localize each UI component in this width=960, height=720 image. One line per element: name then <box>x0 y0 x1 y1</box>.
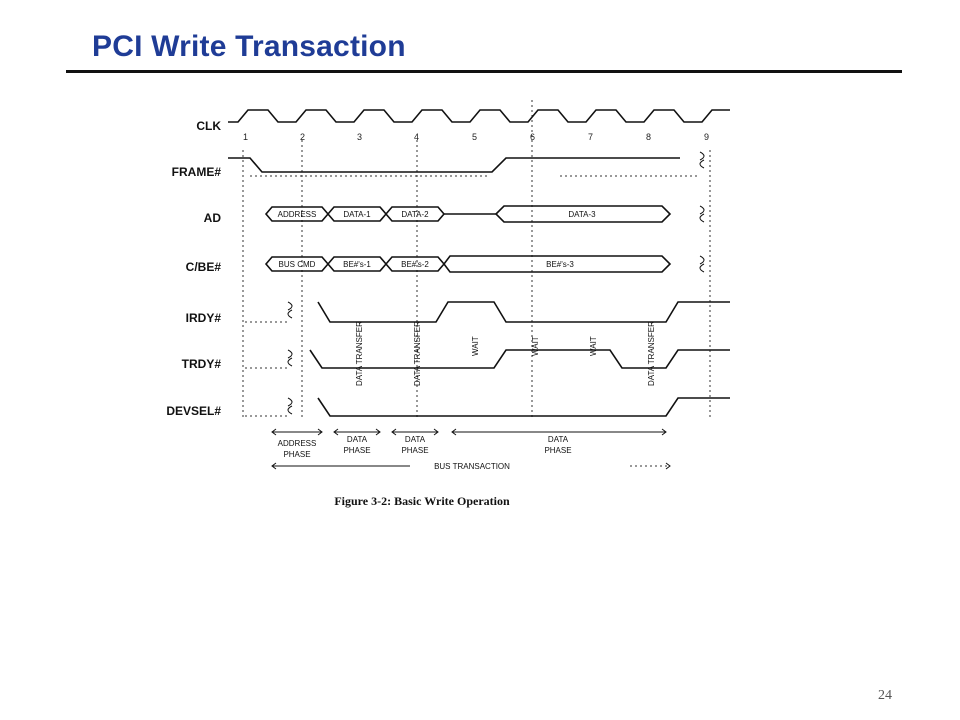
clock-number-1: 1 <box>243 132 248 142</box>
title-divider <box>66 70 902 73</box>
signal-label-clk: CLK <box>196 119 221 133</box>
ad-label-address: ADDRESS <box>278 210 317 219</box>
data-phase-3-label-2: PHASE <box>544 446 571 455</box>
irdy-waveform <box>317 301 730 323</box>
ad-turnaround-icon <box>699 205 705 223</box>
ad-label-data-1: DATA-1 <box>343 210 371 219</box>
annotation-data-transfer-3: DATA TRANSFER <box>647 321 656 386</box>
annotation-data-transfer-1: DATA TRANSFER <box>355 321 364 386</box>
signal-label-cbe: C/BE# <box>186 260 222 274</box>
clock-number-4: 4 <box>414 132 419 142</box>
trdy-turnaround-icon <box>287 349 293 367</box>
signal-label-trdy: TRDY# <box>182 357 222 371</box>
figure-caption: Figure 3-2: Basic Write Operation <box>334 494 510 508</box>
ad-label-data-2: DATA-2 <box>401 210 429 219</box>
data-phase-1-label-2: PHASE <box>343 446 370 455</box>
clock-number-6: 6 <box>530 132 535 142</box>
bus-transaction-label: BUS TRANSACTION <box>434 462 510 471</box>
data-phase-3-label-1: DATA <box>548 435 569 444</box>
ad-label-data-3: DATA-3 <box>568 210 596 219</box>
clk-waveform <box>228 109 730 123</box>
clock-number-7: 7 <box>588 132 593 142</box>
signal-label-frame: FRAME# <box>172 165 222 179</box>
clock-number-3: 3 <box>357 132 362 142</box>
data-phase-2-label-2: PHASE <box>401 446 428 455</box>
trdy-waveform <box>309 349 730 369</box>
signal-label-ad: AD <box>204 211 222 225</box>
annotation-wait-1: WAIT <box>471 336 480 356</box>
cbe-label-be-2: BE#'s-2 <box>401 260 429 269</box>
slide-title: PCI Write Transaction <box>92 30 406 63</box>
annotation-wait-2: WAIT <box>531 336 540 356</box>
cbe-label-be-3: BE#'s-3 <box>546 260 574 269</box>
cbe-label-be-1: BE#'s-1 <box>343 260 371 269</box>
address-phase-label-2: PHASE <box>283 450 310 459</box>
frame-waveform <box>228 157 680 173</box>
address-phase-label-1: ADDRESS <box>278 439 317 448</box>
clock-number-9: 9 <box>704 132 709 142</box>
clock-number-2: 2 <box>300 132 305 142</box>
devsel-waveform <box>317 397 730 417</box>
annotation-wait-3: WAIT <box>589 336 598 356</box>
annotation-data-transfer-2: DATA TRANSFER <box>413 321 422 386</box>
clock-number-5: 5 <box>472 132 477 142</box>
irdy-turnaround-icon <box>287 301 293 319</box>
signal-label-irdy: IRDY# <box>186 311 222 325</box>
cbe-bus <box>264 255 672 273</box>
cbe-label-bus-cmd: BUS CMD <box>279 260 316 269</box>
frame-turnaround-icon <box>699 151 705 169</box>
page-number: 24 <box>878 688 892 703</box>
clock-number-8: 8 <box>646 132 651 142</box>
data-phase-1-label-1: DATA <box>347 435 368 444</box>
data-phase-2-label-1: DATA <box>405 435 426 444</box>
phase-arrows <box>271 428 671 470</box>
ad-bus <box>264 205 672 223</box>
signal-label-devsel: DEVSEL# <box>166 404 221 418</box>
cbe-turnaround-icon <box>699 255 705 273</box>
devsel-turnaround-icon <box>287 397 293 415</box>
